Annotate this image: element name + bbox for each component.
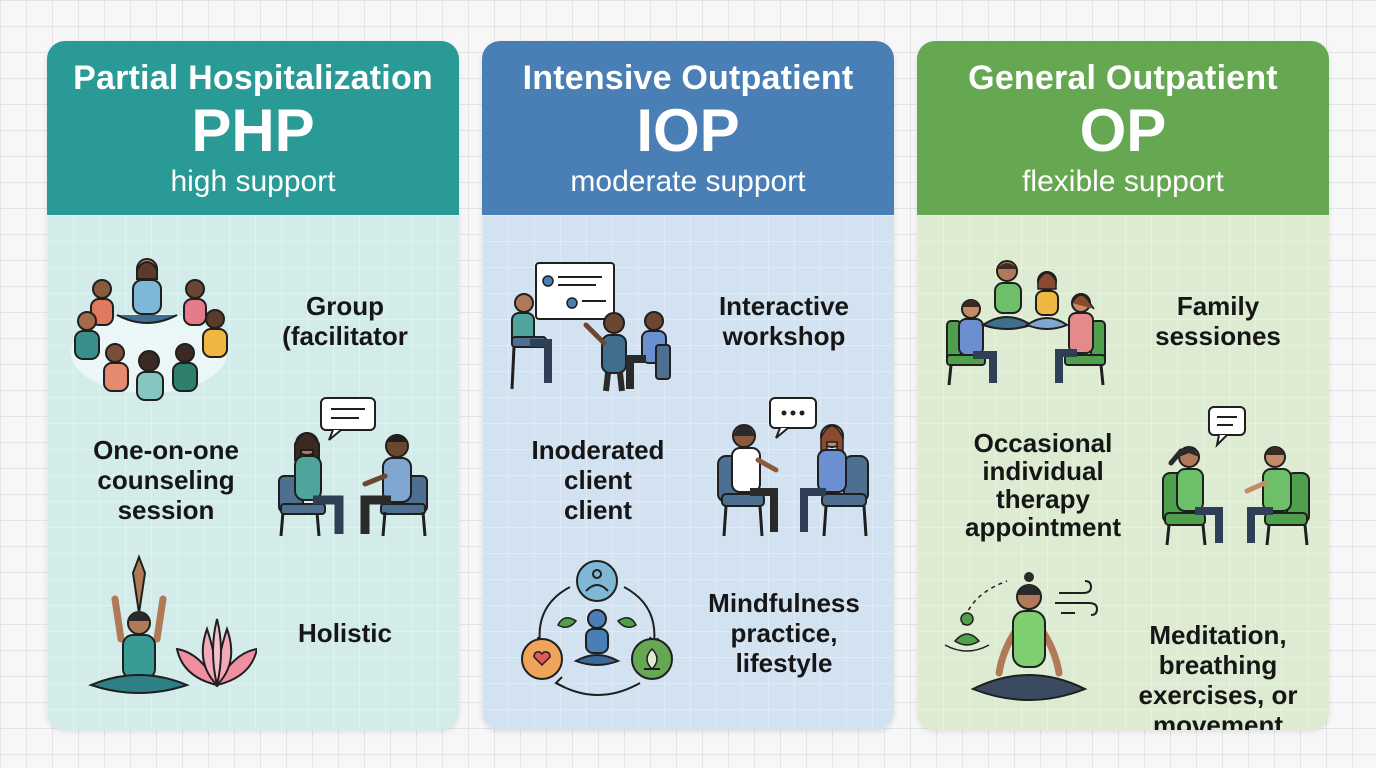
iop-abbr: IOP — [636, 97, 740, 164]
op-card-header: General Outpatient OP flexible support — [917, 41, 1329, 215]
op-abbr: OP — [1079, 97, 1167, 164]
iop-item-2-label: Inoderated client client — [531, 435, 665, 525]
iop-subtitle: moderate support — [570, 165, 806, 198]
php-item-2-label: One-on-one counseling session — [93, 435, 239, 525]
counseling-icon — [273, 396, 433, 541]
family-session-icon — [943, 259, 1108, 389]
iop-item-3-label: Mindfulness practice, lifestyle — [708, 588, 860, 678]
iop-card-header: Intensive Outpatient IOP moderate suppor… — [482, 41, 894, 215]
php-subtitle: high support — [170, 165, 336, 198]
yoga-lotus-icon — [87, 553, 257, 703]
op-item-1-label: Family sessiones — [1155, 291, 1281, 351]
php-item-3-label: Holistic — [298, 618, 392, 648]
therapy-appointment-icon — [1161, 403, 1311, 548]
op-title: General Outpatient — [968, 59, 1278, 97]
op-item-3-label: Meditation, breathing exercises, or move… — [1138, 620, 1298, 730]
php-item-1-label: Group (facilitator — [282, 291, 408, 351]
iop-title: Intensive Outpatient — [522, 59, 854, 97]
php-title: Partial Hospitalization — [73, 59, 433, 97]
iop-item-1-label: Interactive workshop — [718, 291, 850, 351]
meditation-icon — [941, 571, 1103, 711]
php-abbr: PHP — [191, 97, 315, 164]
op-card: General Outpatient OP flexible support — [917, 41, 1329, 730]
php-card-header: Partial Hospitalization PHP high support — [47, 41, 459, 215]
iop-card: Intensive Outpatient IOP moderate suppor… — [482, 41, 894, 730]
op-card-body — [917, 215, 1329, 730]
mindfulness-cycle-icon — [518, 557, 678, 707]
op-item-2-label: Occasional individual therapy appointmen… — [965, 428, 1121, 542]
client-doctor-icon — [714, 396, 874, 541]
workshop-icon — [506, 259, 681, 394]
php-card: Partial Hospitalization PHP high support — [47, 41, 459, 730]
op-subtitle: flexible support — [1022, 165, 1224, 198]
group-circle-icon — [67, 253, 232, 403]
